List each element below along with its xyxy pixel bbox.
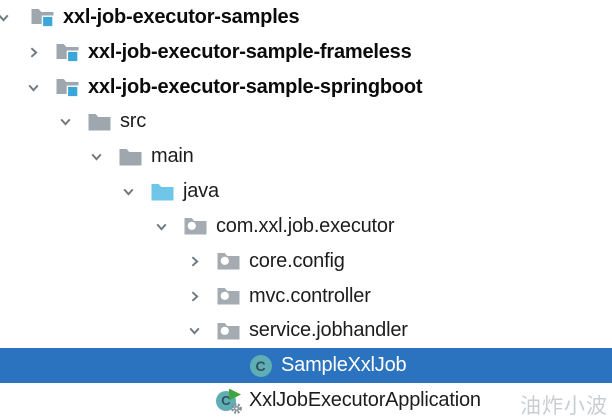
tree-row-java[interactable]: java: [0, 174, 612, 209]
tree-row-service-jobhandler[interactable]: service.jobhandler: [0, 313, 612, 348]
chevron-down-icon[interactable]: [0, 9, 11, 25]
tree-item-label: SampleXxlJob: [281, 354, 407, 377]
chevron-down-icon[interactable]: [186, 323, 202, 339]
tree-item-label: xxl-job-executor-sample-springboot: [88, 75, 423, 98]
chevron-down-icon[interactable]: [120, 184, 136, 200]
module-folder-icon: [30, 5, 55, 29]
gear-icon: [230, 402, 243, 415]
chevron-right-icon[interactable]: [186, 253, 202, 269]
chevron-placeholder: [218, 358, 234, 374]
tree-row-xxl-job-executor-sample-springboot[interactable]: xxl-job-executor-sample-springboot: [0, 70, 612, 105]
package-icon: [216, 249, 241, 273]
tree-row-samplexxljob[interactable]: C SampleXxlJob: [0, 348, 612, 384]
package-icon: [216, 284, 241, 308]
folder-icon: [118, 145, 143, 169]
tree-item-label: mvc.controller: [249, 284, 371, 307]
chevron-right-icon[interactable]: [25, 44, 41, 60]
module-folder-icon: [55, 40, 80, 64]
tree-row-com-xxl-job-executor[interactable]: com.xxl.job.executor: [0, 209, 612, 244]
chevron-down-icon[interactable]: [153, 218, 169, 234]
class-icon-letter: C: [249, 354, 272, 377]
chevron-down-icon[interactable]: [25, 79, 41, 95]
package-icon: [183, 214, 208, 238]
tree-row-xxl-job-executor-samples[interactable]: xxl-job-executor-samples: [0, 0, 612, 35]
tree-item-label: src: [120, 110, 147, 133]
tree-item-label: xxl-job-executor-sample-frameless: [88, 40, 412, 63]
source-folder-icon: [150, 180, 175, 204]
watermark: 油炸小波: [520, 395, 608, 418]
tree-item-label: java: [183, 180, 219, 203]
tree-row-main[interactable]: main: [0, 139, 612, 174]
tree-row-mvc-controller[interactable]: mvc.controller: [0, 279, 612, 314]
tree-item-label: core.config: [249, 249, 345, 272]
tree-row-xxljobexecutorapplication[interactable]: C XxlJobExecutorApplication: [0, 383, 612, 418]
folder-icon: [87, 110, 112, 134]
tree-item-label: service.jobhandler: [249, 319, 408, 342]
chevron-right-icon[interactable]: [186, 288, 202, 304]
class-icon: C: [248, 354, 273, 378]
tree-row-src[interactable]: src: [0, 104, 612, 139]
tree-row-xxl-job-executor-sample-frameless[interactable]: xxl-job-executor-sample-frameless: [0, 35, 612, 70]
chevron-placeholder: [186, 393, 202, 409]
tree-item-label: xxl-job-executor-samples: [63, 5, 300, 28]
chevron-down-icon[interactable]: [57, 114, 73, 130]
tree-item-label: com.xxl.job.executor: [216, 214, 395, 237]
tree-row-core-config[interactable]: core.config: [0, 244, 612, 279]
chevron-down-icon[interactable]: [88, 149, 104, 165]
tree-item-label: XxlJobExecutorApplication: [249, 389, 481, 412]
tree-item-label: main: [151, 145, 194, 168]
runnable-class-icon: C: [216, 388, 243, 415]
module-folder-icon: [55, 75, 80, 99]
package-icon: [216, 319, 241, 343]
